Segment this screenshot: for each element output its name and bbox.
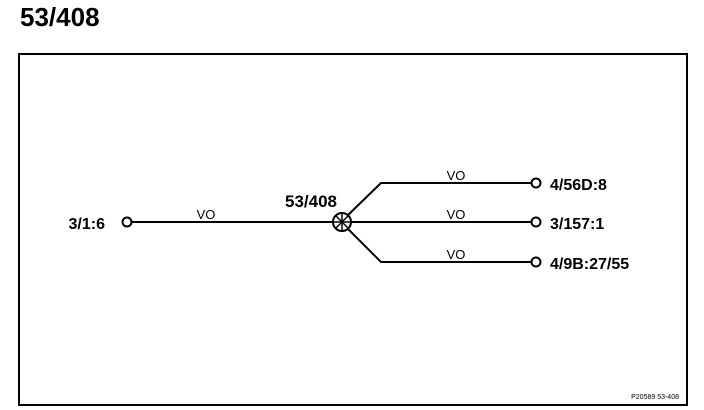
- output-connector-label: 3/157:1: [550, 216, 604, 233]
- output-wire: VO 4/56D:8: [347, 168, 607, 216]
- wire-color-label: VO: [447, 168, 466, 183]
- splice-junction-icon: [332, 212, 352, 232]
- input-connector-label: 3/1:6: [69, 216, 106, 233]
- wire-color-label: VO: [447, 207, 466, 222]
- splice-label: 53/408: [285, 192, 337, 211]
- wire-color-label: VO: [447, 247, 466, 262]
- page-title: 53/408: [20, 2, 100, 32]
- footer-code: P20589 53-408: [631, 394, 679, 401]
- terminal-circle-icon: [530, 256, 542, 268]
- terminal-circle-icon: [530, 177, 542, 189]
- output-wire: VO 4/9B:27/55: [347, 228, 629, 273]
- splice: 53/408: [285, 192, 352, 232]
- wire-color-label: VO: [197, 207, 216, 222]
- wire-line: [347, 228, 532, 263]
- diagram-frame: [18, 53, 688, 406]
- input-wire: 3/1:6 VO: [69, 207, 333, 233]
- output-connector-label: 4/9B:27/55: [550, 256, 629, 273]
- wire-line: [347, 182, 532, 216]
- output-wire: VO 3/157:1: [351, 207, 604, 233]
- output-connector-label: 4/56D:8: [550, 177, 607, 194]
- terminal-circle-icon: [530, 216, 542, 228]
- terminal-circle-icon: [121, 216, 133, 228]
